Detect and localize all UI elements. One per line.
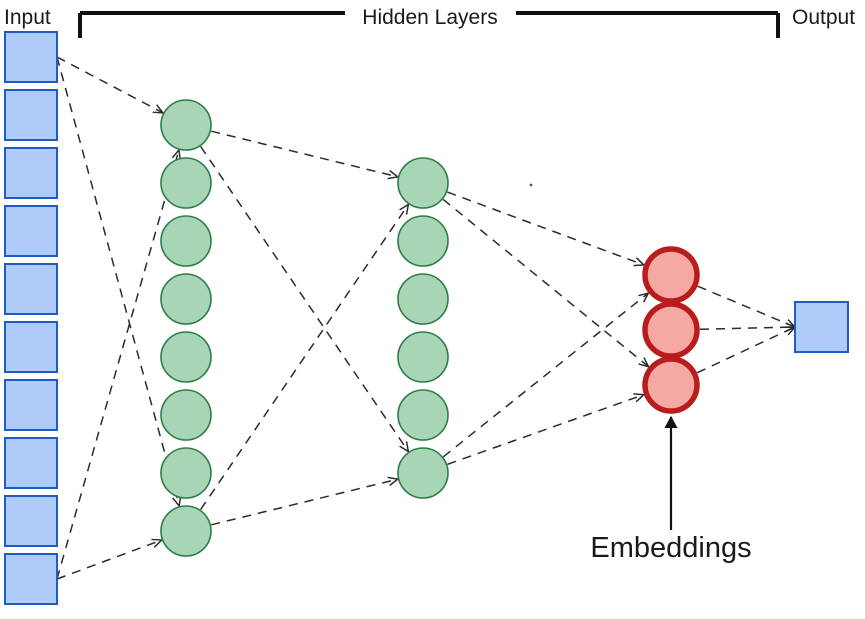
connection-line [211, 479, 397, 526]
hidden-2-node-3[interactable] [397, 273, 449, 325]
connection-line [56, 56, 163, 113]
connection-line [211, 130, 397, 177]
connection-line [447, 191, 643, 265]
embeddings-node-3[interactable] [642, 356, 700, 414]
hidden-layers-bracket [78, 11, 780, 38]
hidden-1-node-6[interactable] [160, 389, 212, 441]
connection-line [697, 285, 795, 327]
hidden-1-node-2[interactable] [160, 157, 212, 209]
connection-line [447, 395, 644, 466]
connection-line [56, 150, 179, 580]
output-node-1[interactable] [794, 301, 849, 353]
input-node-10[interactable] [4, 553, 58, 605]
hidden-2-node-6[interactable] [397, 447, 449, 499]
connections-group [56, 56, 795, 580]
hidden-layers-label: Hidden Layers [362, 6, 497, 29]
connection-line [442, 198, 648, 366]
embeddings-node-1[interactable] [642, 246, 700, 304]
connection-line [699, 327, 795, 329]
hidden-2-node-4[interactable] [397, 331, 449, 383]
connection-line [442, 293, 648, 458]
output-label: Output [792, 6, 855, 29]
input-label: Input [4, 6, 51, 29]
connection-line [56, 56, 179, 506]
connection-line [200, 146, 409, 451]
hidden-1-node-3[interactable] [160, 215, 212, 267]
hidden-1-node-1[interactable] [160, 99, 212, 151]
stray-dot-artifact [529, 183, 533, 187]
input-node-4[interactable] [4, 205, 58, 257]
connection-line [56, 540, 162, 580]
hidden-2-node-5[interactable] [397, 389, 449, 441]
hidden-1-node-8[interactable] [160, 505, 212, 557]
hidden-2-node-1[interactable] [397, 157, 449, 209]
input-node-3[interactable] [4, 147, 58, 199]
hidden-1-node-7[interactable] [160, 447, 212, 499]
hidden-1-node-5[interactable] [160, 331, 212, 383]
nodes-group [4, 31, 849, 605]
input-node-9[interactable] [4, 495, 58, 547]
hidden-2-node-2[interactable] [397, 215, 449, 267]
embeddings-node-2[interactable] [642, 301, 700, 359]
input-node-2[interactable] [4, 89, 58, 141]
input-node-8[interactable] [4, 437, 58, 489]
input-node-5[interactable] [4, 263, 58, 315]
input-node-6[interactable] [4, 321, 58, 373]
embeddings-label: Embeddings [590, 532, 751, 564]
input-node-7[interactable] [4, 379, 58, 431]
connection-line [200, 204, 409, 510]
input-node-1[interactable] [4, 31, 58, 83]
hidden-1-node-4[interactable] [160, 273, 212, 325]
connection-line [696, 327, 795, 374]
